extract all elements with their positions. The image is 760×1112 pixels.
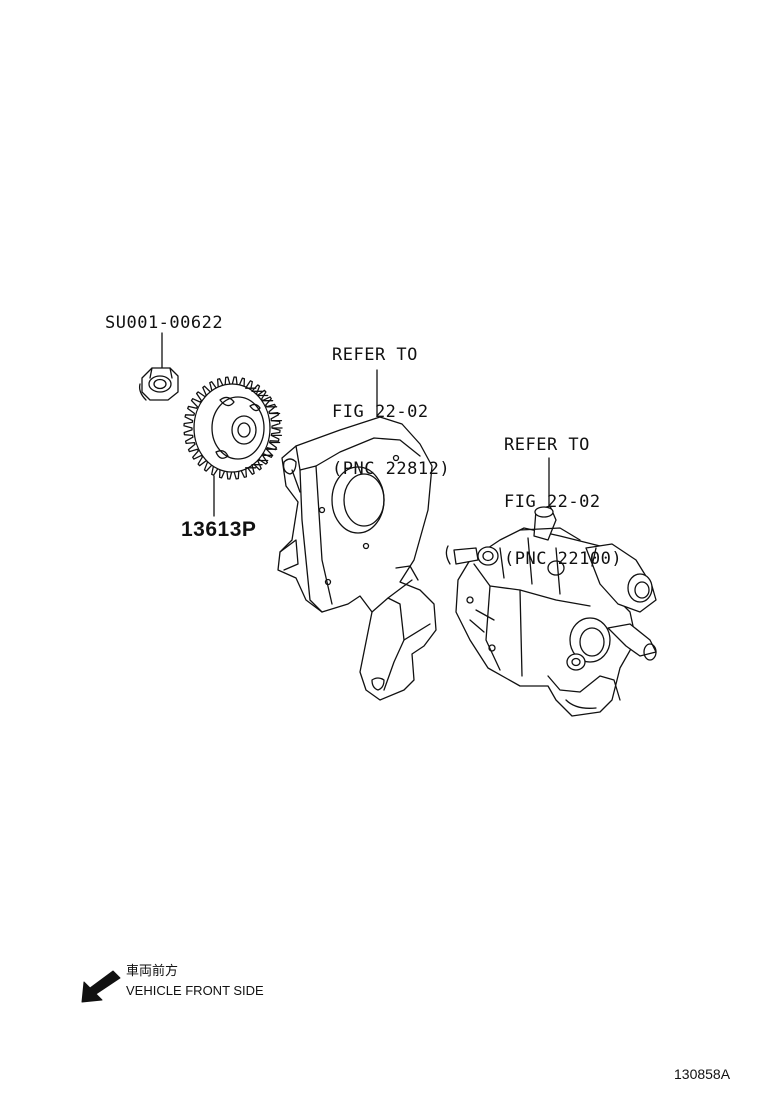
front-arrow-icon [81, 970, 121, 1003]
pump-reference-callout: REFER TO FIG 22-02 (PNC 22100) [504, 398, 622, 607]
front-side-legend: 車両前方 VEHICLE FRONT SIDE [126, 961, 264, 1001]
timing-cover-illustration [277, 416, 437, 701]
pump-ref-line-1: REFER TO [504, 435, 590, 455]
pump-gear-illustration [183, 376, 283, 480]
cover-ref-line-2: FIG 22-02 [332, 402, 429, 422]
cover-reference-callout: REFER TO FIG 22-02 (PNC 22812) [332, 308, 450, 517]
pump-ref-line-3: (PNC 22100) [504, 549, 623, 569]
illustration-code: 130858A [674, 1066, 731, 1082]
legend-japanese: 車両前方 [126, 963, 179, 978]
cover-ref-line-1: REFER TO [332, 345, 418, 365]
fuel-pump-illustration [445, 505, 657, 717]
cover-ref-line-3: (PNC 22812) [332, 459, 451, 479]
gear-part-number: 13613P [181, 518, 257, 541]
flange-nut-illustration [138, 367, 179, 401]
nut-part-number: SU001-00622 [105, 313, 224, 333]
legend-english: VEHICLE FRONT SIDE [126, 983, 264, 998]
pump-ref-line-2: FIG 22-02 [504, 492, 601, 512]
